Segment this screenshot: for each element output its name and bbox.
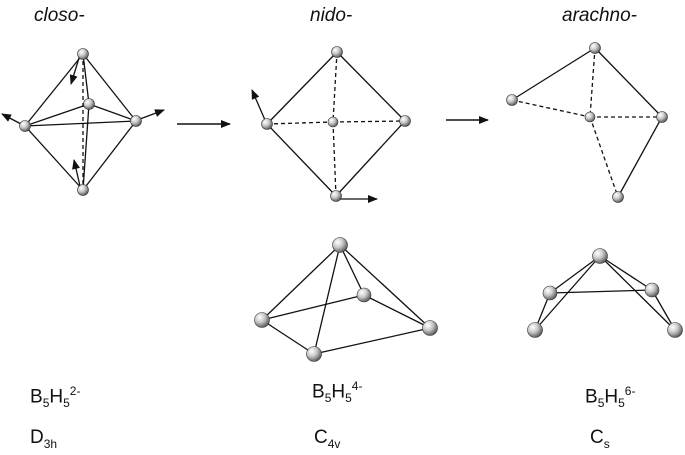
nido-3d-boron-atom: [306, 346, 322, 362]
nido-3d-boron-atom: [254, 312, 270, 328]
closo-bond: [82, 120, 137, 191]
arachno-3d-boron-atom: [644, 282, 660, 298]
closo-point-group: D3h: [30, 427, 58, 451]
arachno-dashed-bond: [511, 99, 591, 118]
nido-3d-bond: [313, 327, 431, 355]
closo-bond: [82, 53, 137, 122]
nido-3d-bond: [261, 244, 341, 321]
arachno-boron-atom: [584, 111, 596, 123]
arachno-point-group: Cs: [590, 427, 610, 451]
nido-3d-structure: [261, 244, 431, 355]
arachno-3d-bond: [599, 255, 653, 291]
arachno-3d-boron-atom: [542, 285, 558, 301]
arachno-3d-atoms: [527, 248, 683, 338]
arachno-3d-boron-atom: [527, 322, 543, 338]
closo-boron-atom: [77, 184, 89, 196]
arachno-3d-bond: [549, 255, 601, 294]
closo-boron-atom: [19, 120, 31, 132]
closo-arrow: [72, 159, 81, 187]
arachno-structure: [511, 47, 663, 198]
nido-3d-bond: [339, 244, 365, 296]
closo-header: closo-: [34, 5, 85, 26]
closo-atoms: [19, 48, 142, 196]
nido-header: nido-: [310, 5, 353, 26]
arachno-bond: [594, 47, 663, 118]
closo-bond: [82, 53, 90, 105]
closo-formula: B5H52-: [30, 384, 81, 411]
nido-dashed-bond: [332, 51, 338, 123]
arachno-formula: B5H56-: [585, 384, 636, 411]
nido-3d-bond: [339, 244, 431, 329]
arachno-dashed-bond: [589, 116, 619, 198]
arachno-3d-bond: [599, 255, 676, 331]
nido-bond: [335, 120, 406, 197]
nido-boron-atom: [330, 190, 342, 202]
arachno-atoms: [506, 42, 668, 203]
arachno-3d-boron-atom: [592, 248, 608, 264]
closo-arrow: [69, 57, 80, 85]
closo-bond: [24, 120, 137, 127]
arachno-3d-boron-atom: [667, 322, 683, 338]
nido-dashed-bond: [332, 121, 337, 197]
arachno-bond: [511, 47, 596, 101]
nido-bond: [266, 51, 338, 125]
closo-structure: [1, 53, 165, 191]
nido-boron-atom: [327, 116, 339, 128]
nido-dashed-bond: [266, 121, 334, 125]
arachno-dashed-bond: [589, 47, 596, 118]
arachno-bond: [617, 116, 663, 198]
arachno-boron-atom: [506, 94, 518, 106]
closo-bond: [24, 103, 90, 127]
arachno-boron-atom: [656, 111, 668, 123]
nido-boron-atom: [399, 115, 411, 127]
nido-bond: [266, 123, 337, 197]
closo-boron-atom: [77, 48, 89, 60]
nido-boron-atom: [261, 118, 273, 130]
nido-point-group: C4v: [314, 427, 341, 451]
nido-3d-bond: [261, 319, 315, 355]
closo-bond: [88, 103, 137, 122]
nido-3d-bond: [261, 294, 365, 321]
nido-3d-boron-atom: [356, 287, 372, 303]
arachno-header: arachno-: [562, 5, 637, 26]
closo-bond: [24, 125, 84, 191]
nido-boron-atom: [331, 46, 343, 58]
nido-3d-bond: [313, 244, 341, 355]
nido-bond: [336, 51, 406, 122]
nido-dashed-bond: [332, 120, 406, 123]
nido-3d-atoms: [254, 237, 438, 362]
closo-boron-atom: [130, 115, 142, 127]
nido-atoms: [261, 46, 411, 202]
arachno-boron-atom: [612, 191, 624, 203]
closo-arrow: [139, 109, 165, 120]
nido-3d-boron-atom: [332, 237, 348, 253]
closo-bond: [24, 53, 84, 127]
closo-bond: [82, 103, 90, 191]
nido-formula: B5H54-: [312, 379, 363, 406]
nido-3d-boron-atom: [422, 320, 438, 336]
closo-boron-atom: [83, 98, 95, 110]
arachno-boron-atom: [589, 42, 601, 54]
closo-arrow: [1, 113, 22, 125]
nido-3d-bond: [363, 294, 431, 329]
nido-structure: [251, 51, 406, 203]
arachno-3d-bond: [549, 289, 653, 294]
nido-arrow: [251, 89, 266, 121]
